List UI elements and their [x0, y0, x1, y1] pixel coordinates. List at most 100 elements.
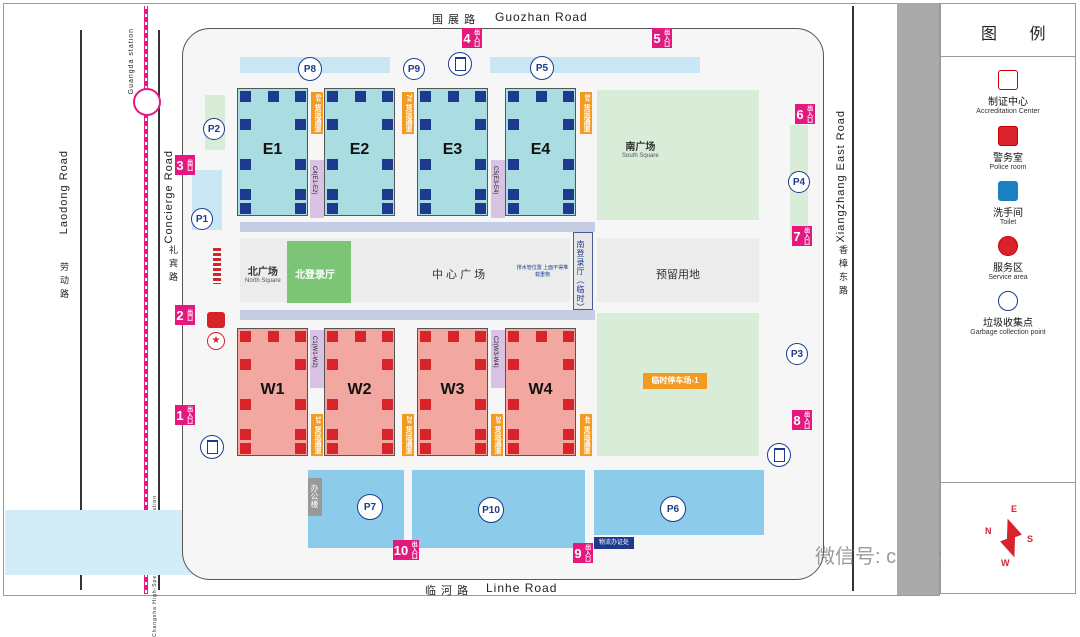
parking-p2[interactable]: P2 — [203, 118, 225, 140]
hall-door-marker — [563, 203, 574, 214]
gate-type: 出入口 — [410, 541, 417, 559]
hall-e4[interactable]: E4 — [505, 88, 576, 216]
hall-door-marker — [563, 159, 574, 170]
gate-number: 8 — [793, 412, 801, 428]
compass-s: S — [1027, 534, 1034, 544]
accreditation-icon: ★ — [207, 332, 225, 350]
hall-name: E3 — [442, 141, 463, 158]
road-bottom-cn: 临 河 路 — [425, 585, 470, 597]
gate-type: 出入口 — [802, 227, 809, 245]
hall-door-marker — [382, 429, 393, 440]
service-icon — [998, 236, 1018, 256]
hall-door-marker — [295, 331, 306, 342]
parking-p8[interactable]: P8 — [298, 57, 322, 81]
parking-label: P9 — [407, 63, 421, 75]
hall-door-marker — [295, 429, 306, 440]
parking-p7[interactable]: P7 — [357, 494, 383, 520]
hall-door-marker — [382, 203, 393, 214]
map-frame — [3, 3, 940, 596]
garbage-icon — [448, 52, 472, 76]
gate-number: 1 — [176, 407, 184, 423]
road-right-en: Xiangzhang East Road — [835, 110, 847, 243]
hall-w1[interactable]: W1 — [237, 328, 308, 456]
hall-door-marker — [475, 119, 486, 130]
hall-door-marker — [563, 429, 574, 440]
hall-door-marker — [382, 359, 393, 370]
red-barrier — [213, 248, 221, 284]
hall-door-marker — [295, 359, 306, 370]
hall-w2[interactable]: W2 — [324, 328, 395, 456]
cargo-channel-7: 7# 货运通道 — [402, 92, 414, 134]
hall-door-marker — [420, 91, 431, 102]
road-concierge-cn: 礼 宾 路 — [168, 245, 178, 283]
corridor-c2 — [491, 330, 505, 388]
parking-label: P1 — [195, 213, 209, 225]
hall-name: W3 — [440, 381, 465, 398]
hall-door-marker — [475, 203, 486, 214]
south-square-en: South Square — [622, 153, 659, 159]
hall-door-marker — [563, 399, 574, 410]
south-square-cn: 南广场 — [625, 142, 656, 153]
corridor-c2-label: C2(W3-W4) — [492, 336, 498, 368]
hall-door-marker — [420, 189, 431, 200]
parking-p1[interactable]: P1 — [191, 208, 213, 230]
compass-w: W — [1001, 558, 1010, 568]
hall-w4[interactable]: W4 — [505, 328, 576, 456]
gate-type: 出入口 — [802, 411, 809, 429]
parking-p4[interactable]: P4 — [788, 171, 810, 193]
hall-door-marker — [420, 203, 431, 214]
hall-door-marker — [563, 91, 574, 102]
metro-top-station: Guangda station — [128, 28, 135, 95]
hall-door-marker — [508, 189, 519, 200]
gate-number: 9 — [574, 545, 582, 561]
hall-name: E1 — [262, 141, 283, 158]
legend-cn: 制证中心 — [988, 97, 1028, 108]
hall-e2[interactable]: E2 — [324, 88, 395, 216]
road-left-cn: 劳 动 路 — [59, 262, 69, 300]
gate-number: 4 — [463, 30, 471, 46]
parking-label: P2 — [207, 123, 221, 135]
corridor-c4 — [310, 160, 324, 218]
temp-parking-label: 临时停车场-1 — [643, 373, 707, 389]
corridor-c1 — [310, 330, 324, 388]
hall-door-marker — [267, 91, 279, 102]
south-entrance-label: 南登录厅（临时） — [576, 240, 585, 312]
hall-door-marker — [295, 399, 306, 410]
cargo-channel-1: 1# 货运通道 — [311, 414, 323, 456]
toilet-icon — [998, 181, 1018, 201]
parking-p3[interactable]: P3 — [786, 343, 808, 365]
hall-w3[interactable]: W3 — [417, 328, 488, 456]
hall-door-marker — [475, 399, 486, 410]
parking-area-p10 — [308, 470, 404, 548]
hall-door-marker — [563, 359, 574, 370]
parking-p9[interactable]: P9 — [403, 58, 425, 80]
gate-type: 出入口 — [185, 406, 192, 424]
hall-door-marker — [295, 443, 306, 454]
hall-e1[interactable]: E1 — [237, 88, 308, 216]
corridor-c1-label: C1(W1-W2) — [311, 336, 317, 368]
hall-door-marker — [382, 91, 393, 102]
road-top-cn: 国 展 路 — [432, 14, 477, 26]
hall-door-marker — [563, 331, 574, 342]
hall-e3[interactable]: E3 — [417, 88, 488, 216]
hall-door-marker — [354, 91, 366, 102]
parking-p5[interactable]: P5 — [530, 56, 554, 80]
gate-type: 出口 — [185, 309, 192, 321]
hall-door-marker — [535, 91, 547, 102]
parking-p10[interactable]: P10 — [478, 497, 504, 523]
hall-door-marker — [327, 159, 338, 170]
hall-door-marker — [382, 119, 393, 130]
compass-e: E — [1011, 504, 1018, 514]
parking-p6[interactable]: P6 — [660, 496, 686, 522]
hall-door-marker — [508, 159, 519, 170]
